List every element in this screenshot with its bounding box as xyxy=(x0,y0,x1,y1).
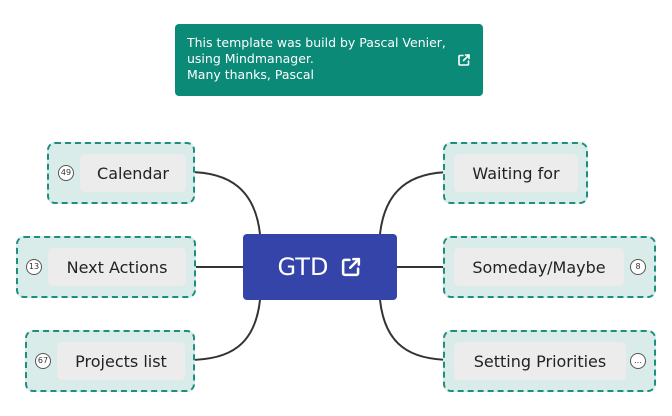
next-actions-group: 13 Next Actions xyxy=(16,236,196,298)
topic-setting-priorities[interactable]: Setting Priorities xyxy=(454,342,626,380)
note-line-2: using Mindmanager. xyxy=(187,51,314,66)
note-line-3: Many thanks, Pascal xyxy=(187,67,314,82)
topic-projects-list[interactable]: Projects list xyxy=(57,342,185,380)
central-topic-label: GTD xyxy=(277,253,329,281)
external-link-icon[interactable] xyxy=(340,256,362,278)
calendar-count-badge: 49 xyxy=(58,165,74,181)
setting-priorities-group: Setting Priorities … xyxy=(443,330,656,392)
topic-waiting-for[interactable]: Waiting for xyxy=(454,154,578,192)
connector-calendar xyxy=(187,171,261,235)
calendar-group: 49 Calendar xyxy=(47,142,195,204)
next-actions-count-badge: 13 xyxy=(26,259,42,275)
topic-someday-maybe[interactable]: Someday/Maybe xyxy=(454,248,624,286)
someday-maybe-count-badge: 8 xyxy=(630,259,646,275)
setting-priorities-more-badge[interactable]: … xyxy=(630,353,646,369)
projects-list-count-badge: 67 xyxy=(35,353,51,369)
note-line-1: This template was build by Pascal Venier… xyxy=(187,35,446,50)
connector-waiting-for xyxy=(379,171,453,235)
waiting-for-group: Waiting for xyxy=(443,142,588,204)
someday-maybe-group: Someday/Maybe 8 xyxy=(443,236,656,298)
central-topic-gtd[interactable]: GTD xyxy=(243,234,397,300)
template-credit-note[interactable]: This template was build by Pascal Venier… xyxy=(175,24,483,96)
topic-calendar[interactable]: Calendar xyxy=(80,154,186,192)
external-link-icon[interactable] xyxy=(457,53,471,67)
topic-next-actions[interactable]: Next Actions xyxy=(48,248,186,286)
connector-setting-priorities xyxy=(379,299,453,361)
projects-list-group: 67 Projects list xyxy=(25,330,195,392)
connector-projects-list xyxy=(187,299,261,361)
